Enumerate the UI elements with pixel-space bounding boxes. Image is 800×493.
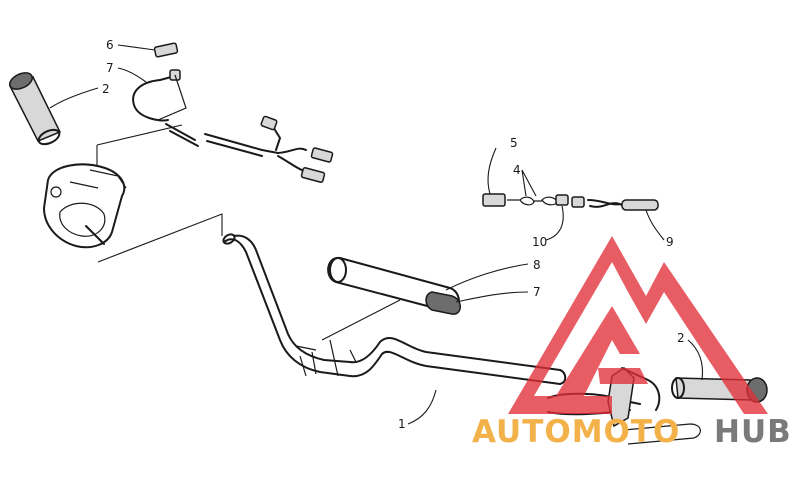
- housing-handlebar-leader: [97, 213, 223, 263]
- callout-5: 6: [106, 38, 114, 52]
- callout-4: 5: [510, 136, 518, 150]
- callout-6: 7: [106, 61, 114, 75]
- left-hand-grip: [8, 72, 62, 146]
- callout-7: 7: [533, 285, 541, 299]
- right-harness-splice: [555, 194, 585, 208]
- handlebar: [222, 233, 567, 385]
- left-control-housing: [43, 163, 127, 249]
- thermostat-switch: [153, 42, 179, 58]
- left-heater-wire: [132, 69, 187, 122]
- callout-10: 10: [532, 235, 547, 249]
- watermark-brand-right: HUB: [714, 414, 792, 450]
- callout-9: 9: [666, 235, 674, 249]
- callout-1: 1: [398, 417, 406, 431]
- callout-2-right: 2: [677, 331, 685, 345]
- callout-2-left: 2: [102, 82, 110, 96]
- callout-8: 8: [533, 258, 541, 272]
- right-harness-connector: [482, 193, 506, 207]
- watermark-brand-left: AUTOMOTO: [472, 414, 680, 450]
- right-harness-terminals: [507, 196, 559, 206]
- crossbar-pad-insert: [425, 291, 461, 315]
- crossbar-leader: [321, 299, 401, 341]
- grip-housing-leader: [96, 124, 183, 165]
- callout-leaders: [49, 44, 704, 425]
- right-heater-wire: [587, 199, 659, 211]
- left-wiring-harness: [165, 115, 334, 183]
- callout-3: 4: [513, 163, 521, 177]
- watermark-logo: AUTOMOTO HUB: [472, 236, 792, 450]
